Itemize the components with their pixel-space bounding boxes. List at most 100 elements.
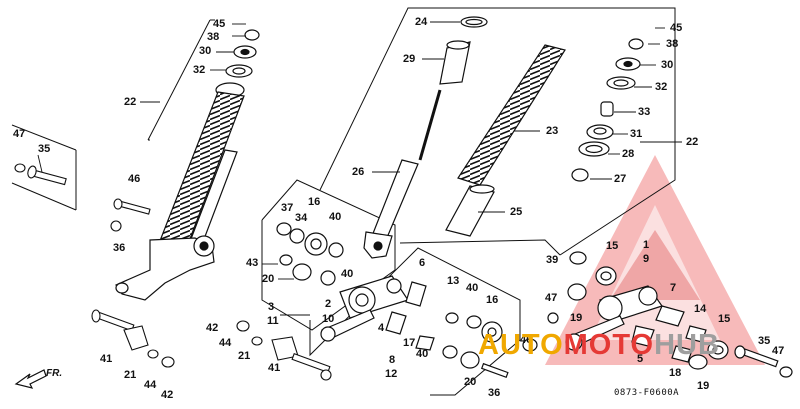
bolt-36-low bbox=[480, 362, 509, 379]
part-callout-11: 11 bbox=[267, 315, 279, 327]
nut-47-right bbox=[779, 366, 793, 378]
part-callout-1: 1 bbox=[643, 239, 650, 251]
part-callout-40: 40 bbox=[341, 268, 354, 280]
part-callout-40: 40 bbox=[329, 211, 342, 223]
part-callout-2: 2 bbox=[325, 298, 332, 310]
part-callout-18: 18 bbox=[669, 367, 682, 379]
watermark-word-3: HUB bbox=[654, 329, 720, 361]
nut-46-low bbox=[522, 338, 538, 352]
part-callout-10: 10 bbox=[322, 313, 335, 325]
rear-shock-right bbox=[571, 38, 644, 182]
part-callout-23: 23 bbox=[546, 125, 559, 137]
collar-20-low bbox=[460, 351, 480, 369]
part-callout-17: 17 bbox=[403, 337, 416, 349]
rear-shock-centre bbox=[363, 16, 566, 259]
part-callout-41: 41 bbox=[268, 362, 281, 374]
group-outlines bbox=[11, 7, 676, 396]
nut-47-arm bbox=[547, 312, 559, 324]
nut-38-left bbox=[244, 29, 260, 41]
left-hardware bbox=[14, 163, 332, 381]
cap-37 bbox=[276, 222, 292, 236]
part-callout-46: 46 bbox=[520, 334, 533, 346]
part-callout-34: 34 bbox=[295, 212, 308, 224]
part-callout-32: 32 bbox=[655, 81, 668, 93]
nut-42-left bbox=[161, 356, 175, 368]
part-callout-19: 19 bbox=[697, 380, 710, 392]
part-callout-21: 21 bbox=[124, 369, 137, 381]
bolt-41-mid bbox=[291, 352, 331, 374]
part-callout-40: 40 bbox=[466, 282, 479, 294]
bump-rubber-25 bbox=[445, 185, 495, 237]
part-callout-42: 42 bbox=[206, 322, 219, 334]
part-callout-39: 39 bbox=[546, 254, 559, 266]
part-callout-45: 45 bbox=[670, 22, 683, 34]
washer-19-top bbox=[567, 283, 587, 301]
pin-7 bbox=[655, 305, 685, 327]
washer-40-top bbox=[328, 242, 344, 258]
part-callout-16: 16 bbox=[308, 196, 321, 208]
seal-34 bbox=[289, 228, 305, 244]
part-callout-38: 38 bbox=[666, 38, 679, 50]
nut-36-left bbox=[110, 220, 122, 232]
bushing-18 bbox=[671, 345, 693, 363]
part-callout-38: 38 bbox=[207, 31, 220, 43]
part-callout-7: 7 bbox=[670, 282, 677, 294]
shock-group-right-outline bbox=[319, 7, 676, 256]
watermark-text: AUTOMOTOHUB bbox=[478, 329, 720, 361]
part-callout-27: 27 bbox=[614, 173, 627, 185]
washer-19-low bbox=[688, 354, 708, 370]
washer-40-left bbox=[320, 270, 336, 286]
part-callout-41: 41 bbox=[100, 353, 113, 365]
part-callout-4: 4 bbox=[378, 322, 385, 334]
nut-42-mid bbox=[236, 320, 250, 332]
seal-13 bbox=[445, 312, 459, 324]
main-spring-23 bbox=[457, 44, 566, 186]
part-callout-37: 37 bbox=[281, 202, 294, 214]
part-callout-15: 15 bbox=[718, 313, 731, 325]
part-callout-9: 9 bbox=[643, 253, 650, 265]
nut-39 bbox=[569, 251, 587, 265]
link-group-outline bbox=[261, 179, 396, 331]
rear-shock-left bbox=[115, 29, 260, 301]
part-callout-45: 45 bbox=[213, 18, 226, 30]
arm-group-outline bbox=[309, 247, 521, 396]
part-callout-29: 29 bbox=[403, 53, 416, 65]
sleeve-14 bbox=[685, 325, 707, 343]
part-callout-35: 35 bbox=[758, 335, 771, 347]
watermark-word-1: AUTO bbox=[478, 329, 564, 361]
pin-5 bbox=[631, 325, 655, 347]
part-callout-25: 25 bbox=[510, 206, 523, 218]
part-callout-44: 44 bbox=[219, 337, 232, 349]
bolt-46 bbox=[117, 200, 151, 215]
arm-assembly bbox=[547, 251, 793, 378]
part-callout-40: 40 bbox=[416, 348, 429, 360]
part-callout-42: 42 bbox=[161, 389, 174, 401]
part-callout-15: 15 bbox=[606, 240, 619, 252]
part-callout-19: 19 bbox=[570, 312, 583, 324]
part-callout-3: 3 bbox=[268, 301, 275, 313]
part-callout-47: 47 bbox=[545, 292, 558, 304]
part-callout-16: 16 bbox=[486, 294, 499, 306]
washer-40-low bbox=[442, 345, 458, 359]
nut-47-left bbox=[14, 163, 26, 173]
front-direction-arrow bbox=[14, 369, 47, 389]
leader-lines bbox=[37, 21, 682, 316]
part-callout-44: 44 bbox=[144, 379, 157, 391]
part-callout-33: 33 bbox=[638, 106, 651, 118]
part-callout-24: 24 bbox=[415, 16, 428, 28]
diagram-code: 0873-F0600A bbox=[614, 388, 680, 398]
pin-4 bbox=[385, 311, 407, 335]
part-callout-26: 26 bbox=[352, 166, 365, 178]
part-callout-47: 47 bbox=[13, 128, 26, 140]
part-callout-31: 31 bbox=[630, 128, 643, 140]
part-callout-46: 46 bbox=[128, 173, 141, 185]
shock-group-left-outline bbox=[147, 19, 211, 141]
collar-33 bbox=[600, 101, 614, 117]
part-callout-22: 22 bbox=[686, 136, 699, 148]
part-callout-22: 22 bbox=[124, 96, 137, 108]
part-callout-6: 6 bbox=[419, 257, 426, 269]
part-callout-5: 5 bbox=[637, 353, 644, 365]
bushing-17 bbox=[415, 335, 435, 351]
watermark-word-2: MOTO bbox=[563, 329, 655, 361]
